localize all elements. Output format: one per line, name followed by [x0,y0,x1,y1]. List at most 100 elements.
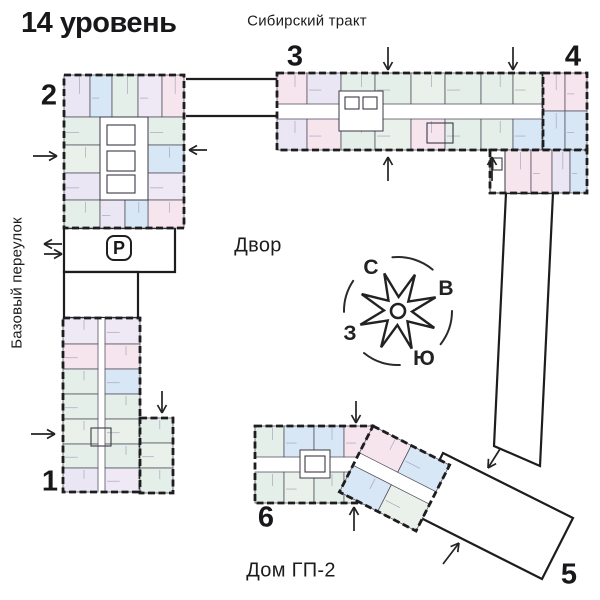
building-4-lower-block [488,148,589,195]
direction-arrow [188,144,207,156]
apartment-unit [104,393,141,420]
apartment-unit [62,317,99,345]
apartment-unit [62,368,99,395]
direction-arrow [382,47,394,71]
core-area [99,116,149,201]
building-6-number: 6 [257,501,275,534]
compass-arc [363,352,401,367]
compass-center-circle [389,302,407,320]
elevator-shaft [304,455,326,473]
building-1-block [61,316,142,494]
apartment-unit [63,172,101,201]
apartment-unit [444,72,482,105]
core-area [338,90,384,132]
apartment-unit [512,118,544,151]
parking-badge: P [106,235,132,261]
direction-arrow [507,47,519,71]
apartment-unit [62,418,99,445]
direction-arrow [43,238,62,250]
apartment-unit [104,443,141,469]
elevator-shaft [492,157,503,171]
direction-arrow [33,150,58,162]
house-gp2-label: Дом ГП-2 [246,559,336,582]
apartment-unit [569,149,588,194]
building-4-upper-block [541,71,589,152]
building-3-number: 3 [286,40,304,73]
apartment-unit [530,149,553,194]
apartment-unit [104,467,141,493]
street-label-left: Базовый переулок [8,217,26,349]
apartment-unit [124,199,149,229]
apartment-unit [63,199,101,229]
apartment-unit [147,144,185,174]
apartment-unit [276,118,308,151]
direction-arrow [44,248,63,260]
apartment-unit [444,118,482,151]
building-5-number: 5 [560,558,578,591]
apartment-unit [63,74,91,118]
direction-arrow [486,156,498,181]
direction-arrow [156,391,168,414]
apartment-unit [306,118,342,151]
direction-arrow [350,401,362,424]
apartment-unit [504,149,532,194]
apartment-unit [306,72,342,105]
building-4-number: 4 [564,40,582,73]
direction-arrow [31,428,56,440]
apartment-unit [99,199,126,229]
apartment-unit [62,393,99,420]
building-1-extension [138,416,175,495]
compass-arc [391,256,434,271]
courtyard-label: Двор [234,234,282,257]
apartment-unit [111,74,139,118]
apartment-unit [104,368,141,395]
parking-connector [62,270,140,320]
apartment-unit [104,317,141,345]
elevator-shaft [426,122,454,144]
direction-arrow [487,448,501,469]
apartment-unit [62,467,99,493]
apartment-unit [410,118,446,151]
apartment-unit [551,149,571,194]
apartment-unit [104,418,141,445]
elevator-shaft [106,150,136,172]
apartment-unit [564,110,588,151]
apartment-unit [542,110,566,151]
street-label-top: Сибирский тракт [247,12,367,30]
apartment-unit [62,343,99,370]
direction-arrow [442,542,460,565]
apartment-unit [161,74,185,118]
compass-east-letter: В [438,277,454,300]
apartment-unit [147,172,185,201]
building-1-number: 1 [41,465,59,498]
apartment-unit [147,116,185,146]
apartment-unit [104,343,141,370]
apartment-unit [254,425,285,458]
apartment-unit [147,199,185,229]
direction-arrow [382,156,394,181]
apartment-unit [542,72,566,112]
apartment-unit [512,72,544,105]
compass-rose [342,256,453,367]
apartment-unit [63,116,101,146]
apartment-unit [139,467,174,494]
apartment-unit [276,72,308,105]
apartment-unit [89,74,113,118]
elevator-shaft [90,427,112,447]
building-6-block [253,424,375,505]
elevator-shaft [362,96,378,110]
compass-arc [439,310,453,346]
apartment-unit [480,72,514,105]
apartment-unit [139,442,174,469]
compass-west-letter: З [343,322,357,345]
direction-arrow [348,506,360,531]
compass-north-letter: С [363,256,379,279]
building-6-extension [337,424,452,533]
building-3-block [275,71,545,152]
page-title: 14 уровень [21,7,177,39]
apartment-unit [410,72,446,105]
apartment-unit [254,471,285,504]
elevator-shaft [344,96,360,110]
building-2-block [62,73,186,230]
